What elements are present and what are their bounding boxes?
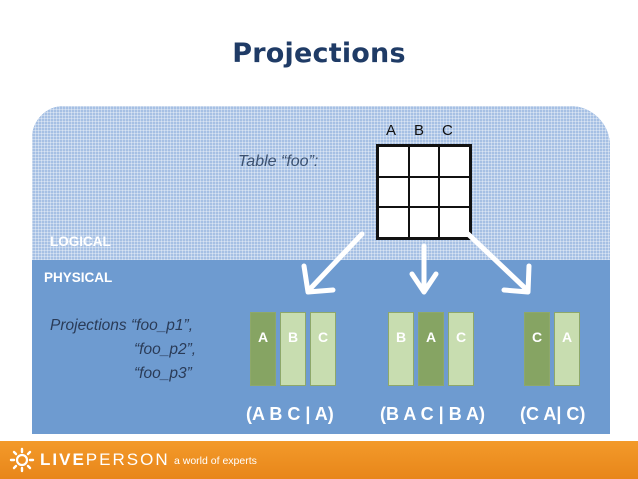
projection-2-column-c: C	[448, 312, 474, 386]
table-cell	[378, 176, 409, 208]
projection-2-column-b: B	[388, 312, 414, 386]
projection-3-sort-order: (C A| C)	[520, 404, 586, 424]
table-cell	[408, 207, 440, 238]
arrow-left-head	[301, 263, 336, 295]
table-cell	[378, 207, 409, 238]
projections-caption-line: “foo_p3”	[134, 365, 192, 382]
projection-1-column-b: B	[280, 312, 306, 386]
projection-1-column-a: A	[250, 312, 276, 386]
table-cell	[439, 176, 470, 208]
column-header-b: B	[414, 122, 425, 139]
projection-1-sort-order: (A B C | A)	[246, 404, 334, 424]
arrow-left	[307, 231, 365, 292]
table-cell	[408, 146, 440, 177]
brand-tagline: a world of experts	[174, 455, 257, 467]
arrows	[301, 231, 532, 295]
projection-1-column-c: C	[310, 312, 336, 386]
table-cell	[439, 207, 470, 238]
projections-caption-line: Projections “foo_p1”,	[50, 317, 194, 334]
projection-2-column-a: A	[418, 312, 444, 386]
physical-label: PHYSICAL	[44, 270, 113, 285]
brand-logo: LIVEPERSON	[40, 450, 170, 470]
table-cell	[378, 146, 409, 177]
sun-logo-icon	[9, 447, 35, 473]
page-title: Projections	[232, 38, 406, 69]
diagram-panel: LOGICAL PHYSICAL Table “foo”: A B C Proj…	[32, 106, 610, 434]
table-caption: Table “foo”:	[238, 153, 319, 170]
projection-3-column-a: A	[554, 312, 580, 386]
column-header-c: C	[442, 122, 453, 139]
table-grid	[376, 144, 472, 240]
arrow-middle-head	[409, 271, 439, 295]
table-cell	[408, 176, 440, 208]
brand-bold: LIVE	[40, 450, 86, 469]
projections-caption-line: “foo_p2”,	[134, 341, 197, 358]
arrow-right	[465, 231, 529, 292]
logical-layer	[32, 106, 610, 260]
projection-3-column-c: C	[524, 312, 550, 386]
table-cell	[439, 146, 470, 177]
column-header-a: A	[386, 122, 397, 139]
projections-caption: Projections “foo_p1”, “foo_p2”, “foo_p3”	[50, 314, 196, 386]
arrow-right-head	[501, 263, 532, 295]
projection-2-sort-order: (B A C | B A)	[380, 404, 486, 424]
footer-bar: LIVEPERSON a world of experts	[0, 441, 638, 479]
brand-rest: PERSON	[85, 450, 170, 469]
logical-label: LOGICAL	[50, 234, 111, 249]
